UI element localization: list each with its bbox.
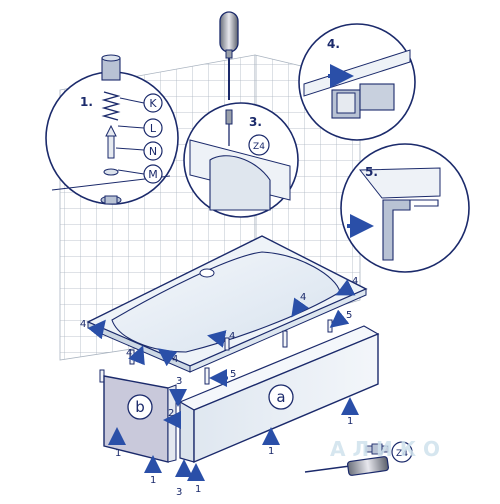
number-1: 1 bbox=[150, 475, 156, 486]
number-1: 1 bbox=[195, 484, 201, 495]
assembly-arrows bbox=[87, 279, 359, 481]
number-5: 5 bbox=[346, 310, 352, 321]
part-m-label: M bbox=[148, 168, 158, 181]
number-4: 4 bbox=[300, 292, 306, 303]
number-5: 5 bbox=[230, 369, 236, 380]
number-4: 4 bbox=[126, 348, 132, 359]
part-n-label: N bbox=[149, 145, 157, 158]
number-4: 4 bbox=[352, 276, 358, 287]
detail-5: 5. bbox=[340, 143, 470, 273]
assembly-numbers: 4 4 4 4 4 4 5 5 3 3 2 1 1 1 1 1 bbox=[80, 276, 358, 498]
step-5-label: 5. bbox=[365, 165, 378, 179]
step-4-label: 4. bbox=[327, 37, 340, 51]
tool-z4-label: Z4 bbox=[253, 142, 265, 152]
step-1-label: 1. bbox=[80, 95, 93, 109]
panel-b-label: b bbox=[135, 398, 145, 416]
tool-kit: Z4 bbox=[304, 441, 413, 476]
detail-4: 4. bbox=[298, 23, 416, 141]
number-1: 1 bbox=[268, 446, 274, 457]
screwdriver-icon bbox=[219, 11, 239, 100]
number-1: 1 bbox=[347, 416, 353, 427]
part-k-label: K bbox=[149, 97, 157, 110]
panel-labels: a b bbox=[127, 384, 294, 420]
number-4: 4 bbox=[229, 331, 235, 342]
part-l-label: L bbox=[150, 122, 157, 135]
tool-z4-bottom-label: Z4 bbox=[396, 449, 408, 459]
number-1: 1 bbox=[115, 448, 121, 459]
watermark-text: А Л И К О bbox=[330, 437, 440, 461]
number-4: 4 bbox=[80, 319, 86, 330]
panel-a-label: a bbox=[276, 388, 285, 406]
part-labels: K L N M bbox=[143, 93, 163, 184]
step-3-label: 3. bbox=[249, 115, 262, 129]
number-3: 3 bbox=[176, 487, 182, 498]
bracket-icon bbox=[365, 443, 389, 455]
detail-3: 3. Z4 bbox=[183, 102, 299, 218]
number-2: 2 bbox=[168, 408, 174, 419]
number-3: 3 bbox=[176, 376, 182, 387]
number-4: 4 bbox=[172, 354, 178, 365]
